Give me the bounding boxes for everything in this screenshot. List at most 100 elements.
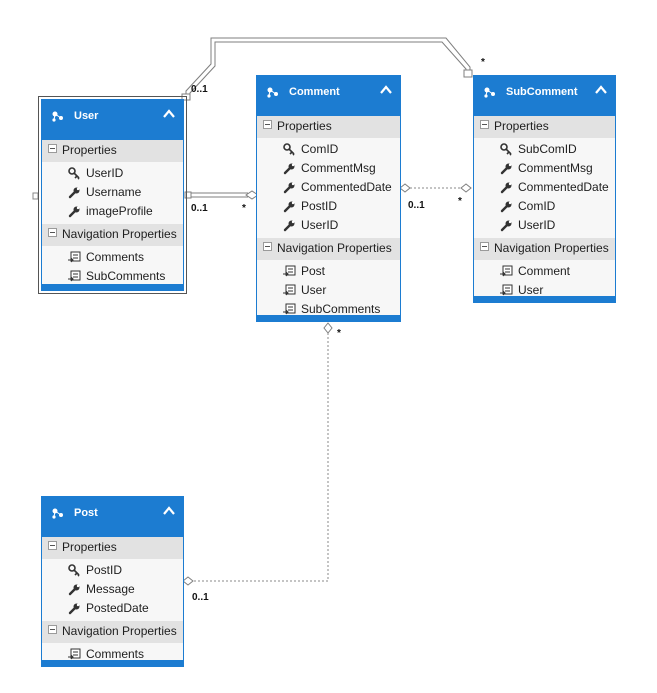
wrench-icon (68, 206, 80, 218)
navigation-property-icon (500, 284, 513, 296)
properties-section-header[interactable]: Properties (474, 116, 615, 138)
entity-icon (484, 87, 495, 98)
wrench-icon (500, 182, 512, 194)
collapse-minus-icon[interactable] (480, 242, 489, 251)
navigation-property-icon (68, 251, 81, 263)
entity-icon (267, 87, 278, 98)
chevron-up-icon[interactable] (595, 85, 607, 95)
wrench-icon (500, 220, 512, 232)
collapse-minus-icon[interactable] (48, 625, 57, 634)
multiplicity-label: * (458, 196, 462, 207)
navigation-row[interactable]: Comments (42, 248, 183, 267)
property-row[interactable]: imageProfile (42, 202, 183, 221)
wrench-icon (68, 187, 80, 199)
selection-handle[interactable] (32, 192, 39, 200)
property-row[interactable]: CommentMsg (257, 159, 400, 178)
multiplicity-label: * (337, 328, 341, 339)
assoc-post-comment[interactable] (182, 322, 333, 586)
entity-subcomment[interactable]: SubComment Properties SubComID CommentMs… (473, 75, 616, 303)
property-row[interactable]: UserID (42, 164, 183, 183)
property-row[interactable]: UserID (474, 216, 615, 235)
key-icon (500, 143, 512, 156)
navigation-list: Comments (42, 643, 183, 667)
entity-icon (52, 508, 63, 519)
entity-user[interactable]: User Properties UserID Username imagePro… (38, 96, 187, 294)
navigation-property-icon (283, 303, 296, 315)
navigation-list: Comment User (474, 260, 615, 303)
property-row[interactable]: UserID (257, 216, 400, 235)
properties-section-header[interactable]: Properties (42, 537, 183, 559)
assoc-comment-subcomment[interactable] (399, 183, 472, 193)
property-row[interactable]: PostID (42, 561, 183, 580)
navigation-row[interactable]: SubComments (257, 300, 400, 319)
property-row[interactable]: ComID (257, 140, 400, 159)
entity-footer (474, 296, 615, 302)
properties-section-header[interactable]: Properties (42, 140, 183, 162)
navigation-list: Post User SubComments (257, 260, 400, 322)
navigation-property-icon (283, 284, 296, 296)
chevron-up-icon[interactable] (163, 506, 175, 516)
key-icon (68, 564, 80, 577)
wrench-icon (68, 584, 80, 596)
navigation-property-icon (283, 265, 296, 277)
navigation-section-header[interactable]: Navigation Properties (474, 238, 615, 260)
collapse-minus-icon[interactable] (263, 120, 272, 129)
navigation-property-icon (500, 265, 513, 277)
entity-footer (42, 660, 183, 666)
wrench-icon (283, 201, 295, 213)
navigation-section-header[interactable]: Navigation Properties (42, 621, 183, 643)
property-row[interactable]: PostID (257, 197, 400, 216)
navigation-row[interactable]: Comment (474, 262, 615, 281)
navigation-row[interactable]: Post (257, 262, 400, 281)
multiplicity-label: 0..1 (192, 592, 209, 603)
navigation-list: Comments SubComments (42, 246, 183, 289)
navigation-row[interactable]: Comments (42, 645, 183, 664)
entity-post[interactable]: Post Properties PostID Message PostedDat… (41, 496, 184, 667)
collapse-minus-icon[interactable] (48, 144, 57, 153)
multiplicity-label: 0..1 (191, 203, 208, 214)
navigation-property-icon (68, 648, 81, 660)
collapse-minus-icon[interactable] (263, 242, 272, 251)
property-row[interactable]: PostedDate (42, 599, 183, 618)
navigation-property-icon (68, 270, 81, 282)
properties-list: PostID Message PostedDate (42, 559, 183, 621)
entity-header[interactable]: User (42, 100, 183, 140)
entity-header[interactable]: Post (42, 497, 183, 537)
assoc-user-comment[interactable] (184, 190, 259, 200)
chevron-up-icon[interactable] (163, 109, 175, 119)
property-row[interactable]: Message (42, 580, 183, 599)
entity-comment[interactable]: Comment Properties ComID CommentMsg Comm… (256, 75, 401, 322)
navigation-row[interactable]: SubComments (42, 267, 183, 286)
wrench-icon (500, 201, 512, 213)
chevron-up-icon[interactable] (380, 85, 392, 95)
entity-icon (52, 111, 63, 122)
property-row[interactable]: CommentMsg (474, 159, 615, 178)
property-row[interactable]: CommentedDate (474, 178, 615, 197)
entity-header[interactable]: Comment (257, 76, 400, 116)
navigation-section-header[interactable]: Navigation Properties (257, 238, 400, 260)
entity-header[interactable]: SubComment (474, 76, 615, 116)
property-row[interactable]: Username (42, 183, 183, 202)
entity-title: Comment (289, 86, 340, 98)
collapse-minus-icon[interactable] (48, 541, 57, 550)
entity-title: Post (74, 507, 98, 519)
collapse-minus-icon[interactable] (480, 120, 489, 129)
properties-list: SubComID CommentMsg CommentedDate ComID … (474, 138, 615, 238)
navigation-row[interactable]: User (474, 281, 615, 300)
property-row[interactable]: ComID (474, 197, 615, 216)
collapse-minus-icon[interactable] (48, 228, 57, 237)
navigation-row[interactable]: User (257, 281, 400, 300)
entity-footer (42, 284, 183, 290)
navigation-section-header[interactable]: Navigation Properties (42, 224, 183, 246)
property-row[interactable]: SubComID (474, 140, 615, 159)
entity-title: SubComment (506, 86, 578, 98)
wrench-icon (283, 182, 295, 194)
properties-section-header[interactable]: Properties (257, 116, 400, 138)
wrench-icon (500, 163, 512, 175)
properties-list: UserID Username imageProfile (42, 162, 183, 224)
wrench-icon (283, 220, 295, 232)
key-icon (68, 167, 80, 180)
property-row[interactable]: CommentedDate (257, 178, 400, 197)
multiplicity-label: * (481, 57, 485, 68)
assoc-user-subcomment[interactable] (181, 37, 473, 101)
